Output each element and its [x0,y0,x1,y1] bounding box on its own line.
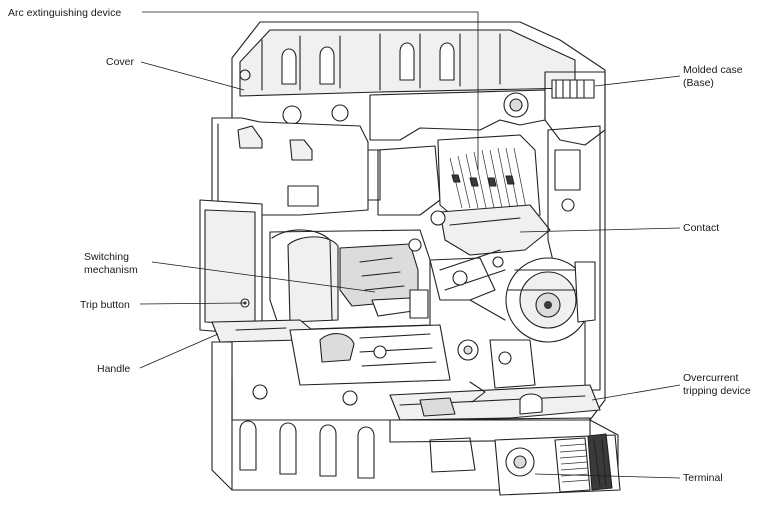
leader-lines [139,11,681,479]
label-terminal: Terminal [683,472,723,484]
terminal-part [494,433,621,496]
label-molded-case: Molded case [683,64,743,76]
label-switching: Switching [84,251,129,263]
breaker-illustration [199,21,621,496]
label-overcurrent: Overcurrent [683,372,739,384]
label-trip-button: Trip button [80,299,130,311]
label-molded-case-base: (Base) [683,77,714,89]
labels: Arc extinguishing device Cover Molded ca… [8,7,751,484]
label-handle: Handle [97,363,130,375]
label-arc-extinguishing-device: Arc extinguishing device [8,7,121,19]
label-cover: Cover [106,56,135,68]
label-tripping-device: tripping device [683,385,751,397]
label-contact: Contact [683,222,719,234]
contact-part [439,204,551,256]
label-mechanism: mechanism [84,264,138,276]
rotor [505,257,596,343]
